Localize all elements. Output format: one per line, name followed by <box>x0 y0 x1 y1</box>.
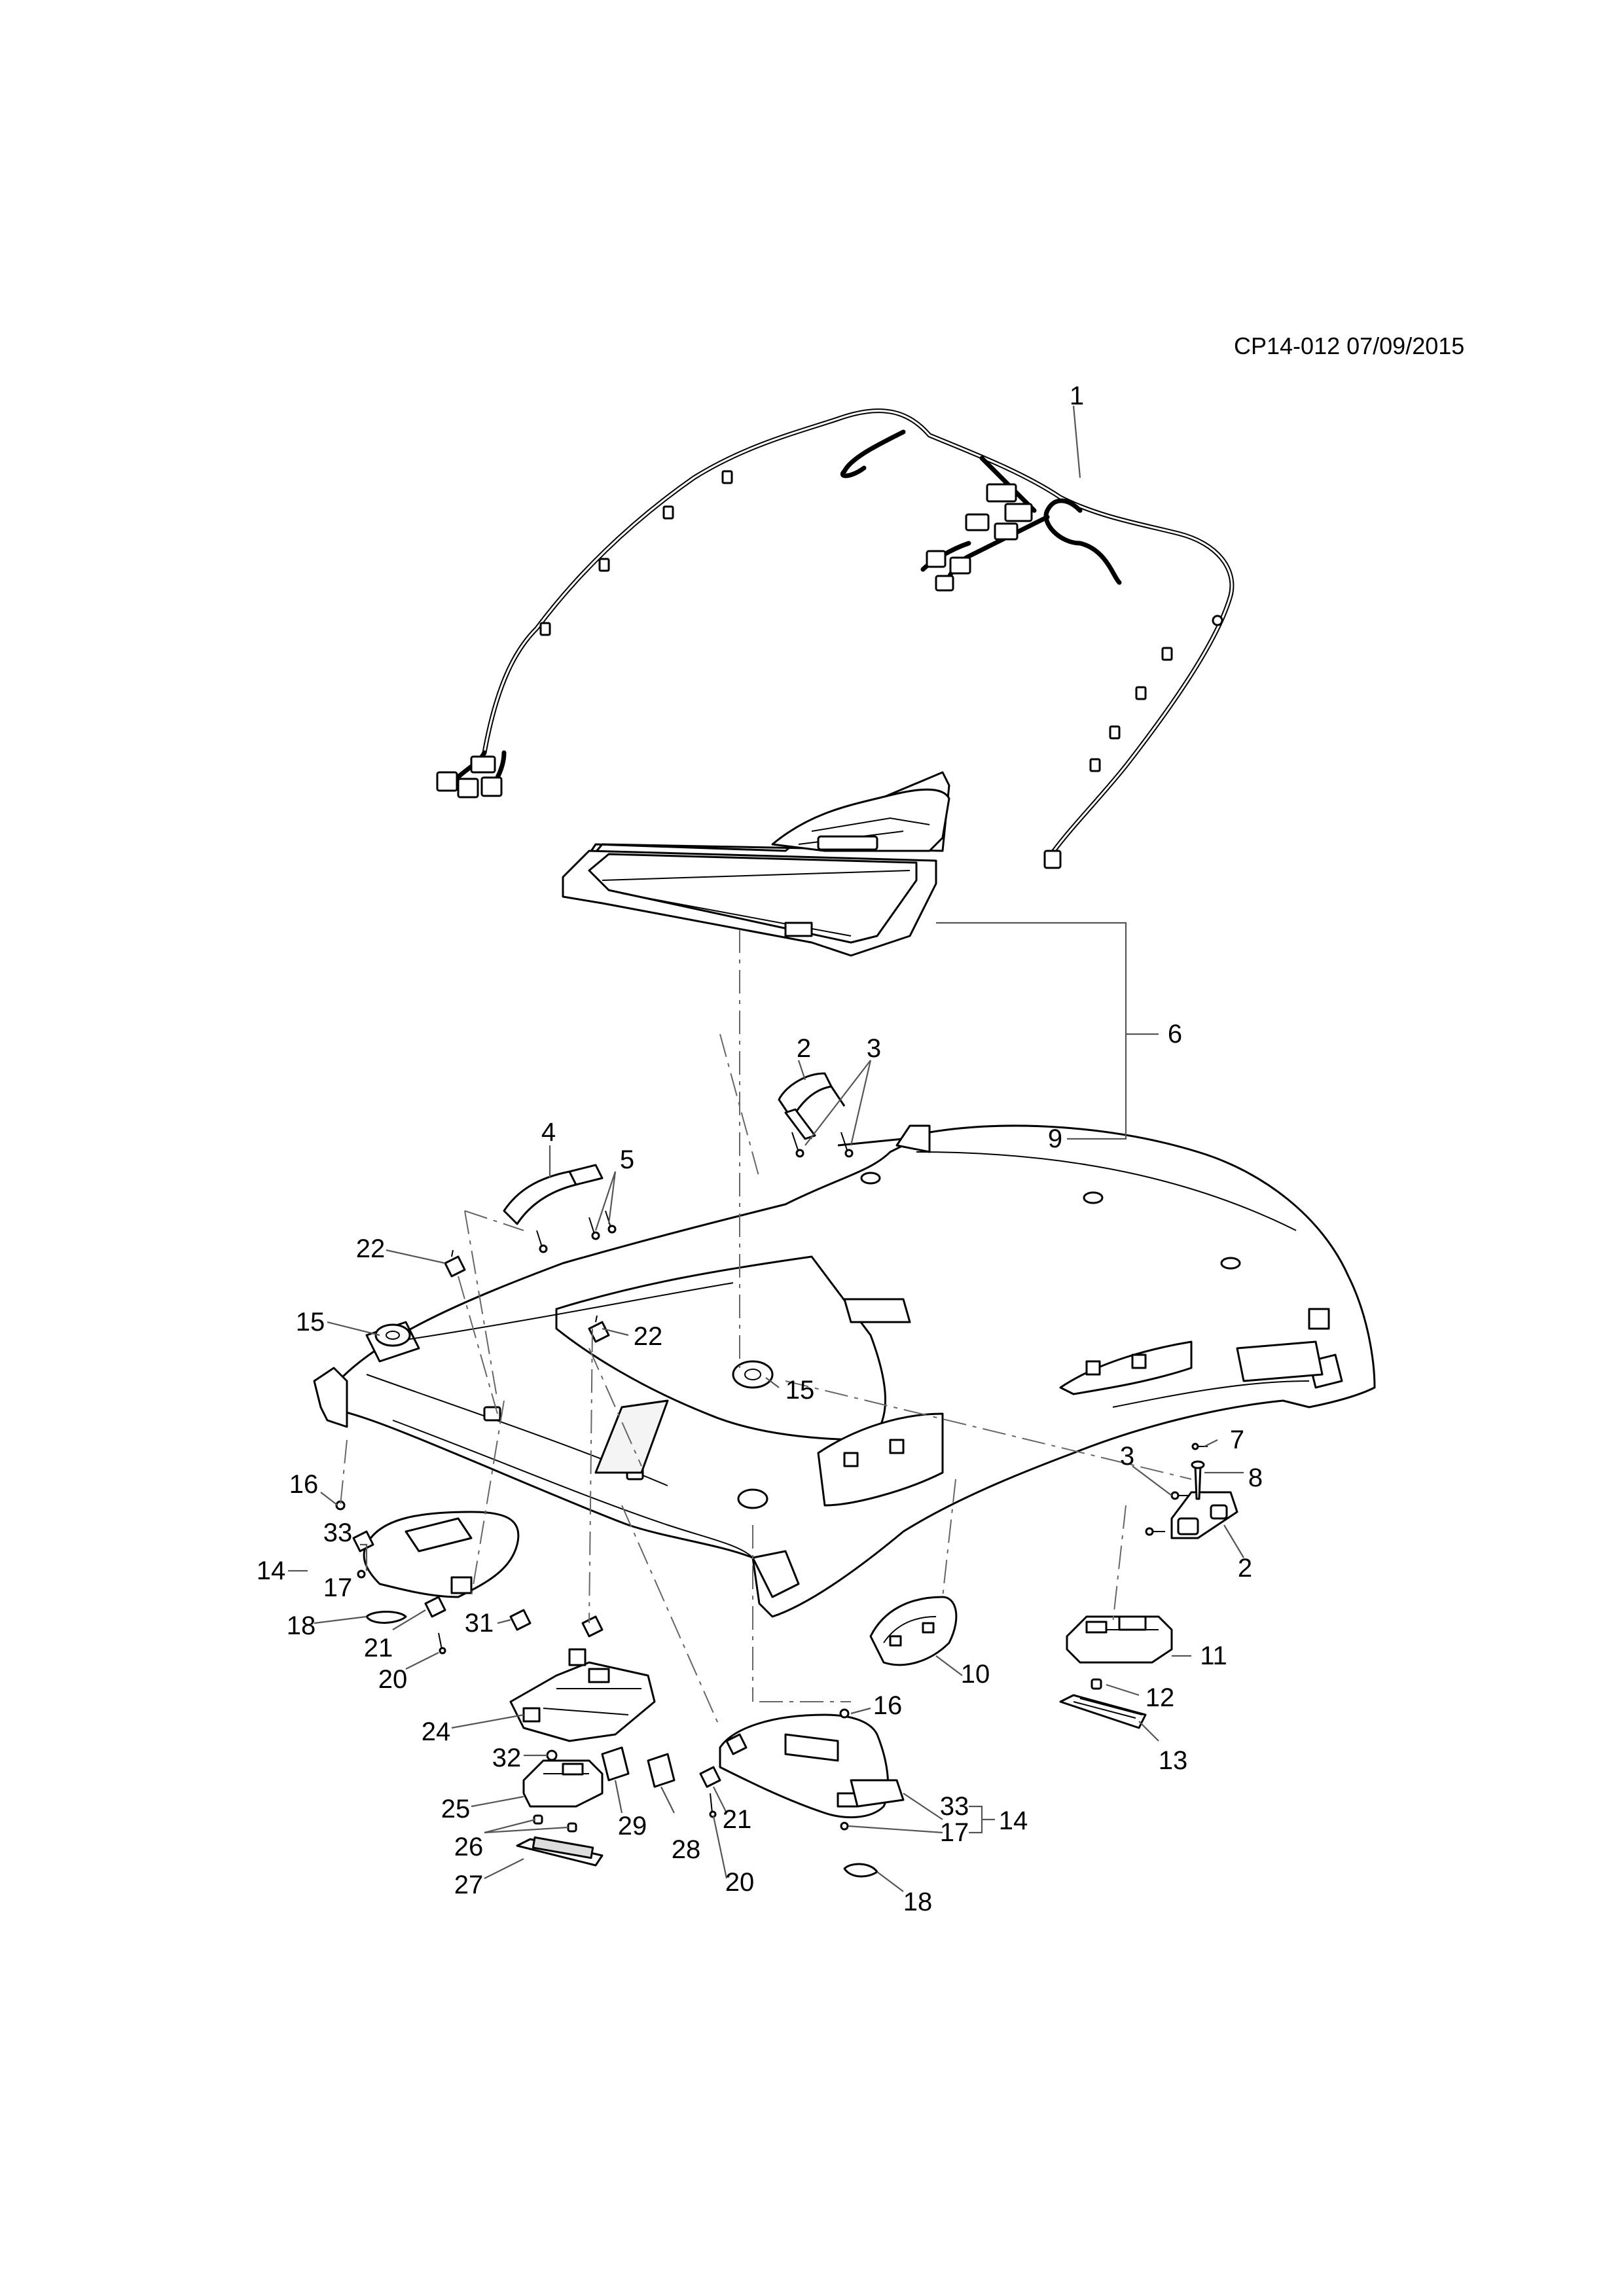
clip-center <box>588 1315 610 1343</box>
callout-22-clip-center: 22 <box>633 1322 663 1351</box>
diagram-reference: CP14-012 07/09/2015 <box>1234 332 1465 359</box>
rear-dome-lamp-housing <box>1066 1615 1173 1664</box>
visor-bracket-31 <box>509 1609 532 1631</box>
fastener-screw <box>1191 1460 1205 1500</box>
callout-21-visor-holder-right: 21 <box>722 1805 752 1834</box>
fastener-pin <box>1191 1443 1208 1450</box>
overhead-console-bracket <box>509 1648 656 1742</box>
callout-17-visor-pin-right: 17 <box>939 1818 969 1847</box>
roof-wiring-harness <box>436 408 1235 869</box>
screw-set-upper <box>791 1132 854 1158</box>
callout-28-console-switch: 28 <box>671 1835 701 1864</box>
callout-18-visor-clip-right: 18 <box>903 1888 933 1916</box>
rear-dome-lamp-lens <box>1059 1694 1147 1729</box>
leader-lines <box>288 405 1244 1892</box>
sunroof-cap-left <box>374 1323 411 1347</box>
front-dome-lamp-housing <box>522 1759 604 1808</box>
callout-16-visor-pin-right: 16 <box>873 1691 903 1720</box>
reading-lamp-cover <box>869 1596 958 1666</box>
callout-3-screws-upper: 3 <box>866 1034 882 1063</box>
front-dome-lamp-lens <box>516 1836 604 1867</box>
grab-handle-upper <box>778 1072 846 1140</box>
callout-11-rear-dome-lamp: 11 <box>1200 1641 1227 1670</box>
visor-screw-left <box>438 1632 446 1655</box>
callout-1-roof-harness: 1 <box>1069 382 1085 410</box>
console-switch-28 <box>647 1753 676 1788</box>
callout-5-screws-left: 5 <box>619 1145 635 1174</box>
callout-9-headliner-panel: 9 <box>1047 1124 1063 1153</box>
callout-14-sun-visor-right: 14 <box>998 1806 1028 1835</box>
callout-27-front-lamp-lens: 27 <box>454 1871 484 1899</box>
grab-handle-right <box>1170 1491 1238 1539</box>
visor-pin-right <box>839 1708 850 1831</box>
callout-3-screws-right: 3 <box>1119 1442 1135 1471</box>
callout-21-visor-holder-left: 21 <box>363 1634 393 1662</box>
sunroof-headliner-frame <box>562 771 950 957</box>
callout-31-visor-bracket: 31 <box>464 1609 494 1638</box>
rear-dome-lamp-bulb <box>1091 1678 1102 1690</box>
visor-screw-right <box>709 1793 717 1818</box>
sunroof-cap-center <box>732 1360 774 1389</box>
callout-2-grab-handle-right: 2 <box>1237 1554 1253 1583</box>
callout-14-sun-visor-left: 14 <box>256 1556 286 1585</box>
callout-10-lamp-cover: 10 <box>960 1660 990 1689</box>
callout-32-console-switch: 32 <box>492 1744 522 1772</box>
callout-8-fastener-screw: 8 <box>1248 1463 1263 1492</box>
callout-15-cap-center: 15 <box>785 1376 815 1405</box>
headliner-panel <box>313 1124 1376 1618</box>
assembly-lines <box>340 929 1192 1729</box>
console-switch-29 <box>601 1746 630 1782</box>
console-clip-31 <box>581 1615 604 1638</box>
visor-holder-left <box>424 1596 446 1618</box>
sun-visor-left <box>352 1511 520 1598</box>
callout-2-grab-handle-upper: 2 <box>796 1034 812 1063</box>
callout-16-visor-pin-left: 16 <box>289 1470 319 1499</box>
console-switch-32 <box>546 1749 558 1761</box>
callout-20-visor-screw-left: 20 <box>378 1665 408 1694</box>
callout-4-grab-handle-left: 4 <box>541 1118 556 1147</box>
callout-33-visor-left: 33 <box>323 1518 353 1547</box>
callout-17-visor-pin-left: 17 <box>323 1573 353 1602</box>
visor-holder-right <box>699 1766 721 1788</box>
callout-13-rear-lamp-lens: 13 <box>1158 1746 1188 1775</box>
callout-26-front-lamp-bulbs: 26 <box>454 1833 484 1861</box>
callout-6-headliner-assembly: 6 <box>1167 1020 1183 1049</box>
callout-12-rear-lamp-bulb: 12 <box>1145 1683 1175 1712</box>
callout-25-front-dome-lamp: 25 <box>441 1795 471 1823</box>
clip-upper-left <box>444 1249 466 1278</box>
callout-15-cap-left: 15 <box>295 1308 325 1336</box>
sun-visor-right <box>719 1713 905 1819</box>
visor-clip-left <box>365 1611 407 1624</box>
callout-7-fastener-pin: 7 <box>1229 1426 1245 1454</box>
callout-18-visor-clip-left: 18 <box>286 1611 316 1640</box>
callout-20-visor-screw-right: 20 <box>725 1868 755 1897</box>
callout-29-console-switch: 29 <box>617 1812 647 1840</box>
callout-33-visor-right: 33 <box>939 1792 969 1821</box>
callout-22-clip-upper-left: 22 <box>355 1234 386 1263</box>
front-dome-lamp-bulb-right <box>567 1822 577 1833</box>
visor-clip-right <box>843 1863 878 1878</box>
screw-set-right <box>1145 1491 1188 1536</box>
screw-set-left <box>536 1210 617 1253</box>
callout-24-console-bracket: 24 <box>421 1717 451 1746</box>
grab-handle-left <box>503 1164 604 1225</box>
